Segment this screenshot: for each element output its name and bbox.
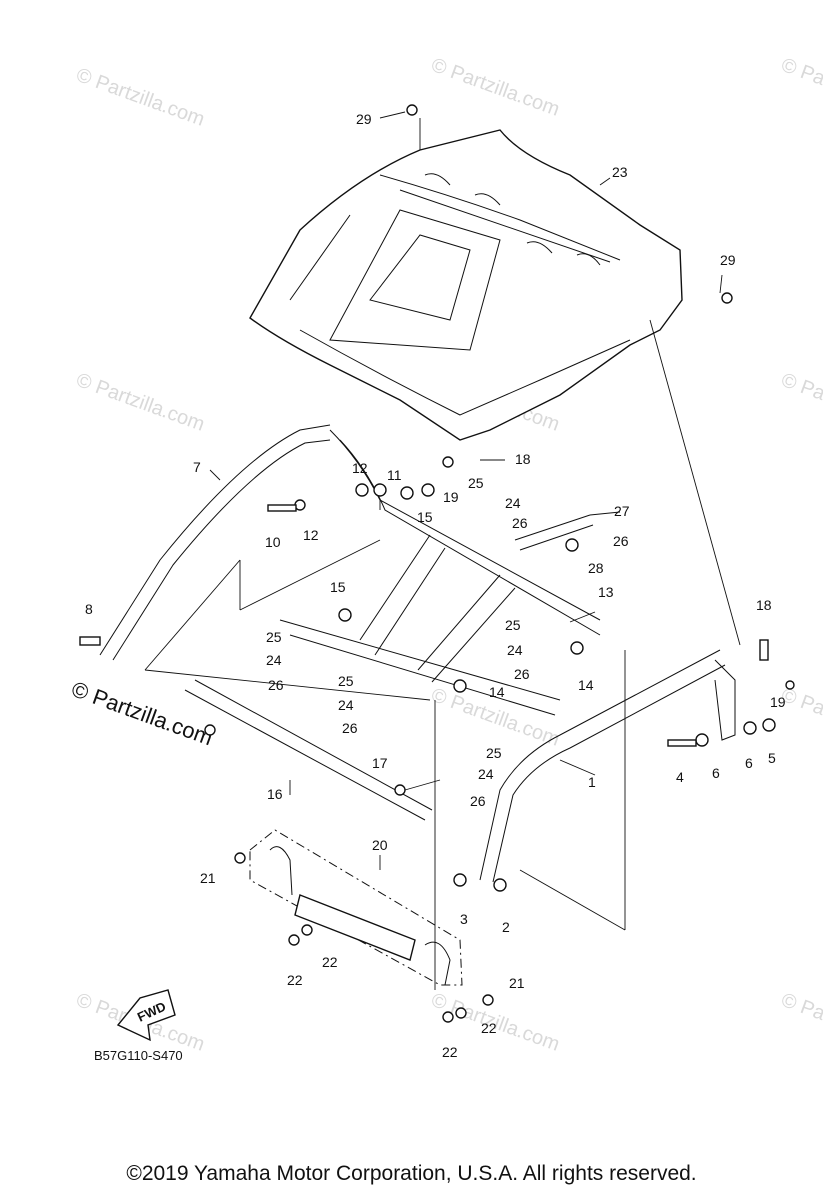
callout-19: 19	[770, 694, 786, 710]
callout-22: 22	[481, 1020, 497, 1036]
bolt-icon	[442, 456, 454, 468]
washer-icon	[421, 483, 435, 497]
bolt-icon	[667, 739, 697, 747]
watermark: © Partzilla.com	[778, 989, 823, 1056]
callout-25: 25	[266, 629, 282, 645]
frame-tubes	[99, 424, 736, 883]
bolt-icon	[204, 724, 216, 736]
callout-3: 3	[460, 911, 468, 927]
callout-7: 7	[193, 459, 201, 475]
bushing-icon	[565, 538, 579, 552]
callout-29: 29	[356, 111, 372, 127]
callout-16: 16	[267, 786, 283, 802]
callout-10: 10	[265, 534, 281, 550]
callout-15: 15	[330, 579, 346, 595]
callout-26: 26	[512, 515, 528, 531]
callout-14: 14	[578, 677, 594, 693]
nut-icon	[355, 483, 369, 497]
bolt-icon	[455, 1007, 467, 1019]
callout-18: 18	[515, 451, 531, 467]
callout-8: 8	[85, 601, 93, 617]
bolt-icon	[721, 292, 733, 304]
bolt-icon	[759, 639, 769, 661]
watermark: © Partzilla.com	[778, 54, 823, 121]
callout-25: 25	[468, 475, 484, 491]
copyright-notice: ©2019 Yamaha Motor Corporation, U.S.A. A…	[126, 1162, 697, 1185]
callout-22: 22	[287, 972, 303, 988]
callout-1: 1	[588, 774, 596, 790]
bolt-icon	[288, 934, 300, 946]
callout-26: 26	[514, 666, 530, 682]
callout-24: 24	[478, 766, 494, 782]
nut-icon	[785, 680, 795, 690]
fwd-arrow-icon: FWD	[116, 989, 176, 1042]
callout-5: 5	[768, 750, 776, 766]
hardware	[79, 104, 795, 1023]
callout-25: 25	[505, 617, 521, 633]
washer-icon	[400, 486, 414, 500]
callout-26: 26	[342, 720, 358, 736]
bolt-icon	[234, 852, 246, 864]
callout-6: 6	[745, 755, 753, 771]
callout-17: 17	[372, 755, 388, 771]
bolt-icon	[482, 994, 494, 1006]
roof-part	[249, 129, 683, 441]
bushing-icon	[570, 641, 584, 655]
callout-26: 26	[268, 677, 284, 693]
watermark: © Partzilla.com	[428, 54, 562, 121]
bolt-icon	[442, 1011, 454, 1023]
callout-26: 26	[470, 793, 486, 809]
callout-12: 12	[352, 460, 368, 476]
washer-icon	[762, 718, 776, 732]
callout-13: 13	[598, 584, 614, 600]
callout-12: 12	[303, 527, 319, 543]
callout-19: 19	[443, 489, 459, 505]
callout-28: 28	[588, 560, 604, 576]
watermark-prominent: © Partzilla.com	[68, 676, 216, 750]
diagram-code: B57G110-S470	[94, 1048, 183, 1063]
callout-24: 24	[338, 697, 354, 713]
washer-icon	[695, 733, 709, 747]
washer-icon	[338, 608, 352, 622]
callout-25: 25	[486, 745, 502, 761]
callout-4: 4	[676, 769, 684, 785]
washer-icon	[373, 483, 387, 497]
callout-24: 24	[266, 652, 282, 668]
callout-6: 6	[712, 765, 720, 781]
callout-14: 14	[489, 684, 505, 700]
callout-21: 21	[509, 975, 525, 991]
watermark: © Partzilla.com	[73, 369, 207, 436]
callout-22: 22	[322, 954, 338, 970]
callout-20: 20	[372, 837, 388, 853]
callout-15: 15	[417, 509, 433, 525]
callout-2: 2	[502, 919, 510, 935]
washer-icon	[453, 873, 467, 887]
bolt-icon	[301, 924, 313, 936]
washer-icon	[743, 721, 757, 735]
callout-18: 18	[756, 597, 772, 613]
bolt-icon	[493, 878, 507, 892]
bolt-icon	[79, 636, 101, 646]
callout-24: 24	[505, 495, 521, 511]
bolt-icon	[267, 504, 297, 512]
bolt-icon	[394, 784, 406, 796]
callout-26: 26	[613, 533, 629, 549]
callout-24: 24	[507, 642, 523, 658]
watermark: © Partzilla.com	[778, 369, 823, 436]
callout-27: 27	[614, 503, 630, 519]
bushing-icon	[453, 679, 467, 693]
callout-23: 23	[612, 164, 628, 180]
callouts: 29 29 23 7 18 12 11 19 25 24 26 27 26 28…	[85, 111, 786, 1060]
lower-bracket-group	[249, 829, 463, 986]
watermark: © Partzilla.com	[73, 64, 207, 131]
callout-11: 11	[387, 467, 402, 483]
callout-21: 21	[200, 870, 216, 886]
callout-22: 22	[442, 1044, 458, 1060]
bolt-icon	[406, 104, 418, 116]
callout-25: 25	[338, 673, 354, 689]
leader-lines	[144, 111, 741, 990]
callout-29: 29	[720, 252, 736, 268]
